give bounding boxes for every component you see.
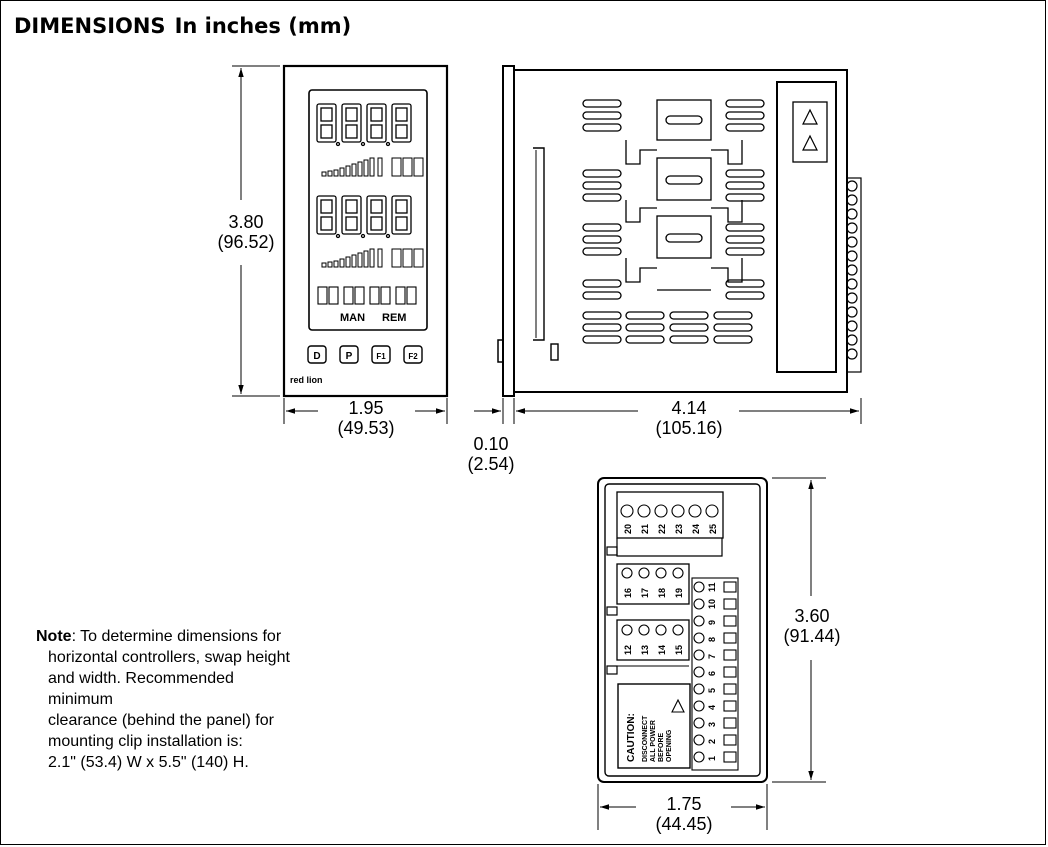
side-depth-dimension [516, 398, 862, 424]
note-line-4: mounting clip installation is: [48, 733, 243, 750]
caution-line-1: DISCONNECT [642, 715, 649, 762]
rear-mid-terminal-screws [621, 567, 684, 636]
front-width-inches: 1.95 [348, 398, 384, 418]
rear-height-label: 3.60 (91.44) [771, 606, 853, 646]
terminal-12: 12 [623, 645, 633, 655]
terminal-19: 19 [674, 588, 684, 598]
side-view [497, 65, 862, 397]
terminal-16: 16 [623, 588, 633, 598]
upper-display-digits [316, 103, 412, 147]
side-latch-features [625, 99, 743, 291]
front-height-inches: 3.80 [228, 212, 264, 232]
terminal-9: 9 [707, 620, 717, 625]
rear-height-dimension [772, 477, 826, 783]
rear-view: 20 21 22 23 24 25 16 17 18 19 12 13 14 1… [597, 477, 768, 783]
terminal-13: 13 [640, 645, 650, 655]
terminal-17: 17 [640, 588, 650, 598]
page-title: DIMENSIONS In inches (mm) [14, 14, 351, 38]
terminal-24: 24 [691, 524, 701, 534]
lower-display-digits [316, 195, 412, 239]
rear-right-terminals [691, 577, 739, 771]
terminal-18: 18 [657, 588, 667, 598]
front-height-dimension [232, 65, 280, 397]
front-height-mm: (96.52) [217, 232, 275, 252]
terminal-20: 20 [623, 524, 633, 534]
note-block: Note: To determine dimensions for horizo… [36, 626, 296, 773]
front-buttons [307, 345, 423, 364]
caution-line-2: ALL POWER [650, 720, 657, 762]
note-line-3: clearance (behind the panel) for [48, 712, 274, 729]
upper-bargraph [321, 157, 424, 177]
rear-top-terminal-screws [620, 504, 719, 518]
terminal-15: 15 [674, 645, 684, 655]
front-width-label: 1.95 (49.53) [316, 398, 416, 438]
front-height-label: 3.80 (96.52) [206, 212, 286, 252]
terminal-8: 8 [707, 637, 717, 642]
side-depth-mm: (105.16) [655, 418, 723, 438]
rear-height-mm: (91.44) [783, 626, 841, 646]
note-line-5: 2.1" (53.4) W x 5.5" (140) H. [48, 754, 249, 771]
note-label: Note [36, 628, 72, 645]
terminal-23: 23 [674, 524, 684, 534]
terminal-5: 5 [707, 688, 717, 693]
note-line-2: and width. Recommended minimum [48, 670, 234, 708]
title-main: DIMENSIONS [14, 14, 166, 38]
terminal-7: 7 [707, 654, 717, 659]
side-depth-inches: 4.14 [671, 398, 707, 418]
brand-logo: red lion [290, 375, 323, 385]
terminal-11: 11 [707, 582, 717, 592]
rear-width-dimension [597, 784, 768, 830]
rear-terminal-numbers: 20 21 22 23 24 25 16 17 18 19 12 13 14 1… [623, 524, 718, 761]
rem-label: REM [382, 312, 406, 324]
caution-line-3: BEFORE [658, 733, 665, 763]
bezel-depth-mm: (2.54) [467, 454, 515, 474]
terminal-21: 21 [640, 524, 650, 534]
title-sub: In inches (mm) [174, 14, 352, 38]
bezel-depth-inches: 0.10 [473, 434, 509, 454]
note-text-first: : To determine dimensions for [71, 628, 282, 645]
terminal-6: 6 [707, 671, 717, 676]
terminal-1: 1 [707, 756, 717, 761]
terminal-25: 25 [708, 524, 718, 534]
rear-width-inches: 1.75 [666, 794, 702, 814]
terminal-2: 2 [707, 739, 717, 744]
man-label: MAN [340, 312, 365, 324]
bezel-depth-label: 0.10 (2.54) [451, 434, 531, 474]
side-depth-label: 4.14 (105.16) [638, 398, 740, 438]
lower-bargraph [321, 248, 424, 268]
p-button[interactable]: P [346, 351, 353, 362]
caution-label: CAUTION: DISCONNECT ALL POWER BEFORE OPE… [626, 713, 673, 762]
terminal-22: 22 [657, 524, 667, 534]
side-terminals [846, 177, 862, 373]
annunciator-digits [317, 286, 417, 305]
terminal-4: 4 [707, 705, 717, 710]
note-line-1: horizontal controllers, swap height [48, 649, 290, 666]
f1-button[interactable]: F1 [376, 352, 386, 361]
rear-height-inches: 3.60 [794, 606, 830, 626]
front-view: MAN REM D P F1 F2 red lion [282, 64, 449, 398]
terminal-14: 14 [657, 645, 667, 655]
rear-width-mm: (44.45) [655, 814, 713, 834]
caution-title: CAUTION: [626, 713, 637, 762]
caution-line-4: OPENING [666, 729, 673, 762]
terminal-3: 3 [707, 722, 717, 727]
side-vent-slots [582, 99, 765, 344]
front-width-mm: (49.53) [337, 418, 395, 438]
terminal-10: 10 [707, 599, 717, 609]
d-button[interactable]: D [313, 351, 320, 362]
rear-width-label: 1.75 (44.45) [636, 794, 732, 834]
f2-button[interactable]: F2 [408, 352, 418, 361]
front-width-dimension [283, 398, 448, 424]
